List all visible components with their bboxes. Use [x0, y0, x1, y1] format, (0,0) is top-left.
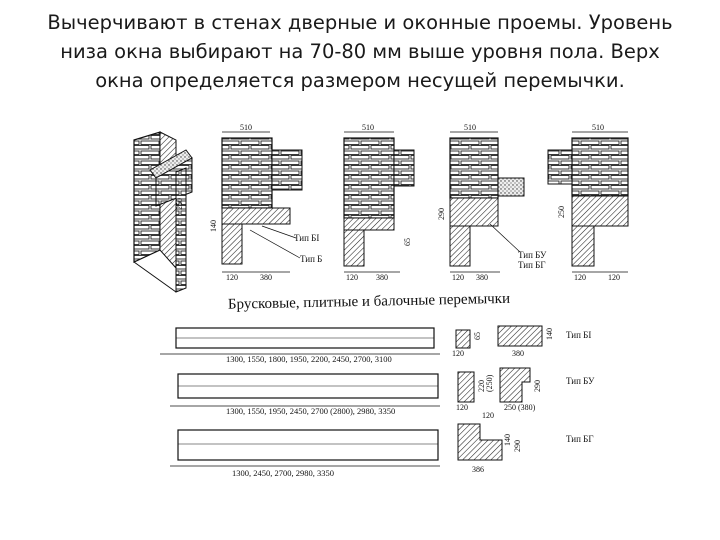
- profile-type-bi: 65 120 140 380 Тип БI: [452, 325, 591, 358]
- wall-section-3: 510 290 120 380 Тип БУ Тип БГ: [437, 123, 547, 282]
- bi-dim-120: 120: [452, 349, 464, 358]
- sec4-dim-120b: 120: [608, 273, 620, 282]
- bi-dim-140: 140: [545, 328, 554, 340]
- sec3-dim-290: 290: [437, 208, 446, 220]
- profile-label-bg: Тип БГ: [566, 434, 594, 444]
- iso-dim-250: 250: [175, 198, 184, 210]
- sec4-dim-120: 120: [574, 273, 586, 282]
- bu-dim-250: (250): [485, 374, 494, 392]
- wall-section-1: 510 140 120 380 Тип БI Тип Б: [209, 123, 322, 282]
- bu-dim-120: 120: [456, 403, 468, 412]
- sec4-dim-250: 250: [557, 206, 566, 218]
- row3-spans: 1300, 2450, 2700, 2980, 3350: [232, 468, 334, 478]
- wall-section-4: 510 250 120 120: [547, 123, 629, 282]
- bg-dim-386: 386: [472, 465, 484, 474]
- lintel-row-2: 1300, 1550, 1950, 2450, 2700 (2800), 298…: [170, 373, 440, 416]
- sec1-dim-510: 510: [240, 123, 252, 132]
- bu-dim-220: 220: [477, 380, 486, 392]
- lintel-row-1: 1300, 1550, 1800, 1950, 2200, 2450, 2700…: [160, 327, 440, 364]
- bg-dim-290: 290: [513, 440, 522, 452]
- sec2-dim-120: 120: [346, 273, 358, 282]
- label-type-b: Тип Б: [300, 254, 322, 264]
- sec1-dim-380: 380: [260, 273, 272, 282]
- sec2-dim-380: 380: [376, 273, 388, 282]
- bu-dim-250-380: 250 (380): [504, 403, 536, 412]
- row1-spans: 1300, 1550, 1800, 1950, 2200, 2450, 2700…: [226, 354, 392, 364]
- sec3-dim-510: 510: [464, 123, 476, 132]
- sec1-dim-120: 120: [226, 273, 238, 282]
- sec1-dim-140: 140: [209, 220, 218, 232]
- title-line-2: низа окна выбирают на 70-80 мм выше уров…: [60, 40, 660, 63]
- sec3-dim-380: 380: [476, 273, 488, 282]
- sec3-dim-120: 120: [452, 273, 464, 282]
- sec2-dim-65: 65: [403, 238, 412, 246]
- bg-dim-120: 120: [482, 411, 494, 420]
- title-line-3: окна определяется размером несущей перем…: [95, 69, 625, 92]
- profile-label-bi: Тип БI: [566, 330, 591, 340]
- bi-dim-380: 380: [512, 349, 524, 358]
- profile-type-bu: 220 (250) 120 290 250 (380) Тип БУ: [456, 367, 595, 412]
- drawing-caption: Брусковые, плитные и балочные перемычки: [228, 291, 510, 313]
- slide-title: Вычерчивают в стенах дверные и оконные п…: [40, 8, 680, 95]
- label-type-bg-sec3: Тип БГ: [518, 260, 546, 270]
- row2-spans: 1300, 1550, 1950, 2450, 2700 (2800), 298…: [226, 406, 395, 416]
- wall-section-2: 510 65 120 380: [343, 123, 415, 282]
- sec2-dim-510: 510: [362, 123, 374, 132]
- profile-type-bg: 120 140 290 386 Тип БГ: [457, 411, 594, 474]
- label-type-bi: Тип БI: [294, 233, 319, 243]
- bu-dim-290: 290: [533, 380, 542, 392]
- bi-dim-65: 65: [473, 332, 482, 340]
- profile-label-bu: Тип БУ: [566, 376, 595, 386]
- lintel-row-3: 1300, 2450, 2700, 2980, 3350: [170, 429, 440, 478]
- title-line-1: Вычерчивают в стенах дверные и оконные п…: [47, 11, 673, 34]
- bg-dim-140: 140: [503, 434, 512, 446]
- label-type-bu: Тип БУ: [518, 250, 547, 260]
- isometric-wall-detail: 250: [133, 131, 193, 293]
- sec4-dim-510: 510: [592, 123, 604, 132]
